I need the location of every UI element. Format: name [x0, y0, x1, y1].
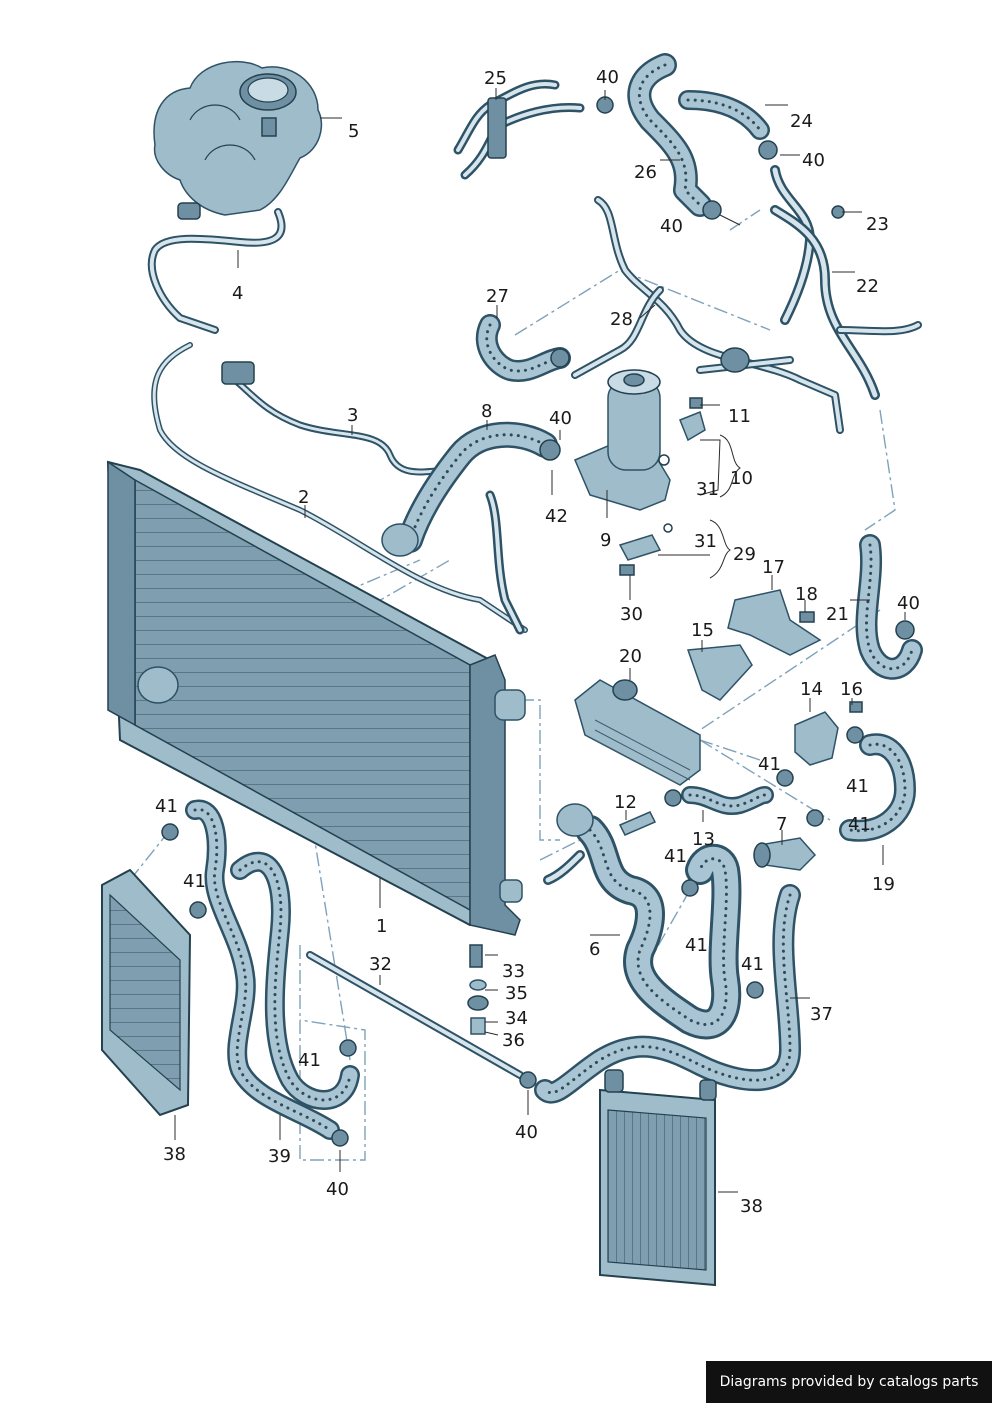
label-29: 29	[733, 544, 756, 565]
hose-3	[221, 361, 454, 476]
label-40b: 40	[802, 150, 825, 171]
label-41b: 41	[183, 871, 206, 892]
label-41h: 41	[685, 935, 708, 956]
hose-37	[534, 884, 801, 1104]
label-38b: 38	[740, 1196, 763, 1217]
label-40e: 40	[897, 593, 920, 614]
label-41g: 41	[664, 846, 687, 867]
radiator	[106, 460, 526, 936]
label-41f: 41	[848, 814, 871, 835]
label-41d: 41	[758, 754, 781, 775]
cooler-20	[574, 679, 701, 786]
label-27: 27	[486, 286, 509, 307]
label-41a: 41	[155, 796, 178, 817]
label-7: 7	[776, 814, 787, 835]
hose-24	[678, 90, 770, 140]
label-40a: 40	[596, 67, 619, 88]
hose-19	[839, 733, 916, 842]
label-8: 8	[481, 401, 492, 422]
aux-radiator-right	[599, 1069, 717, 1287]
pipe-28	[571, 196, 844, 434]
label-23: 23	[866, 214, 889, 235]
label-42: 42	[545, 506, 568, 527]
label-40g: 40	[326, 1179, 349, 1200]
bracket-29	[709, 519, 731, 579]
bracket-10	[719, 434, 741, 498]
small-hose-near-8	[485, 490, 525, 635]
label-21: 21	[826, 604, 849, 625]
label-5: 5	[348, 121, 359, 142]
aux-radiator-left	[101, 868, 192, 1117]
label-4: 4	[232, 283, 243, 304]
small-parts	[467, 397, 863, 1035]
hose-8	[381, 421, 558, 557]
label-28: 28	[610, 309, 633, 330]
label-13: 13	[692, 829, 715, 850]
pipe-32	[306, 951, 524, 1079]
pipe-22	[770, 165, 922, 400]
label-15: 15	[691, 620, 714, 641]
short-hose-near-6	[543, 850, 585, 885]
label-40f: 40	[515, 1122, 538, 1143]
label-34: 34	[505, 1008, 528, 1029]
hose-4	[147, 208, 286, 334]
label-19: 19	[872, 874, 895, 895]
label-3: 3	[347, 405, 358, 426]
label-33: 33	[502, 961, 525, 982]
label-40d: 40	[549, 408, 572, 429]
label-26: 26	[634, 162, 657, 183]
hose-21	[855, 534, 923, 680]
label-1: 1	[376, 916, 387, 937]
valve-14	[794, 711, 839, 766]
label-11: 11	[728, 406, 751, 427]
label-41e: 41	[846, 776, 869, 797]
label-38a: 38	[163, 1144, 186, 1165]
label-32: 32	[369, 954, 392, 975]
label-37: 37	[810, 1004, 833, 1025]
bracket-17	[727, 589, 822, 656]
expansion-tank	[153, 60, 323, 220]
label-40c: 40	[660, 216, 683, 237]
label-17: 17	[762, 557, 785, 578]
hose-27	[475, 314, 571, 382]
label-14: 14	[800, 679, 823, 700]
label-31b: 31	[694, 531, 717, 552]
label-6: 6	[589, 939, 600, 960]
label-35: 35	[505, 983, 528, 1004]
bracket-15	[686, 644, 753, 701]
label-16: 16	[840, 679, 863, 700]
part-number-labels: 1 2 3 4 5 6 7 8 9 10 11 12 13 14 15 16 1…	[155, 67, 920, 1217]
label-30: 30	[620, 604, 643, 625]
hose-26	[627, 53, 712, 217]
elbow-7	[753, 837, 817, 871]
label-41c: 41	[298, 1050, 321, 1071]
vent-line-2	[151, 342, 528, 633]
label-2: 2	[298, 487, 309, 508]
label-36: 36	[502, 1030, 525, 1051]
label-20: 20	[619, 646, 642, 667]
label-31a: 31	[696, 479, 719, 500]
hose-6	[556, 803, 742, 1040]
label-39: 39	[268, 1146, 291, 1167]
label-22: 22	[856, 276, 879, 297]
label-9: 9	[600, 530, 611, 551]
label-12: 12	[614, 792, 637, 813]
label-25: 25	[484, 68, 507, 89]
pipe-25	[453, 79, 585, 180]
hose-13	[681, 786, 774, 815]
label-41i: 41	[741, 954, 764, 975]
label-24: 24	[790, 111, 813, 132]
label-18: 18	[795, 584, 818, 605]
oil-filter-housing	[574, 369, 671, 511]
leader-lines	[174, 88, 906, 1193]
hose-39	[185, 799, 360, 1140]
credit-banner: Diagrams provided by catalogs parts	[706, 1361, 992, 1403]
hose-clamps	[161, 96, 915, 1147]
